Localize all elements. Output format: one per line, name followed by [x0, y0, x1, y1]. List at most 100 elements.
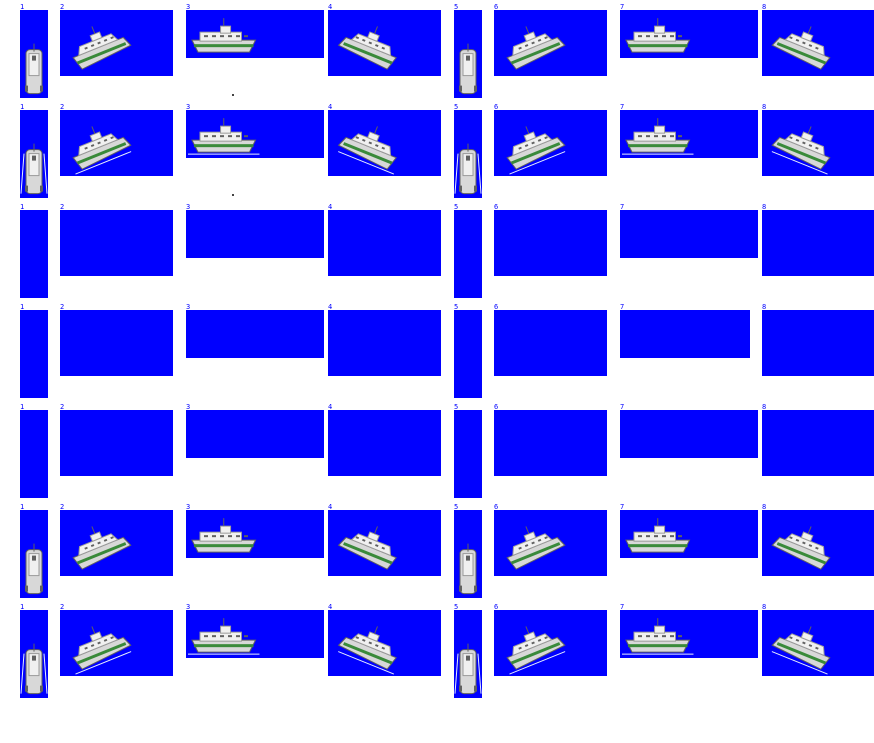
frame-label: 7 — [620, 403, 625, 411]
stray-pixel — [232, 94, 234, 96]
sprite-frame — [494, 610, 607, 676]
sprite-frame — [494, 310, 607, 376]
sprite-frame — [762, 310, 874, 376]
sprite-frame — [328, 610, 441, 676]
ferry-northwest-icon — [337, 626, 397, 675]
ferry-north-icon — [454, 143, 482, 195]
frame-label: 2 — [60, 3, 65, 11]
sprite-frame — [454, 510, 482, 598]
sprite-frame — [454, 410, 482, 498]
frame-label: 3 — [186, 303, 191, 311]
frame-label: 5 — [454, 303, 459, 311]
sprite-frame — [20, 610, 48, 698]
ferry-west-icon — [191, 18, 257, 53]
sprite-frame — [762, 110, 874, 176]
frame-label: 6 — [494, 103, 499, 111]
sprite-frame — [186, 10, 324, 58]
frame-label: 3 — [186, 3, 191, 11]
sprite-frame — [60, 10, 173, 76]
sprite-frame — [494, 110, 607, 176]
frame-label: 1 — [20, 103, 25, 111]
ferry-east-icon — [625, 18, 691, 53]
ferry-west-icon — [191, 518, 257, 553]
sprite-frame — [620, 410, 758, 458]
ferry-east-icon — [622, 118, 694, 155]
sprite-frame — [328, 210, 441, 276]
sprite-frame — [494, 510, 607, 576]
sprite-frame — [762, 410, 874, 476]
sprite-frame — [186, 110, 324, 158]
frame-label: 4 — [328, 303, 333, 311]
sprite-frame — [328, 10, 441, 76]
ferry-southwest-icon — [72, 26, 132, 70]
sprite-frame — [328, 310, 441, 376]
frame-label: 1 — [20, 203, 25, 211]
ferry-southwest-icon — [72, 126, 132, 175]
frame-label: 4 — [328, 3, 333, 11]
frame-label: 5 — [454, 3, 459, 11]
frame-label: 3 — [186, 603, 191, 611]
sprite-frame — [60, 210, 173, 276]
frame-label: 4 — [328, 203, 333, 211]
frame-label: 5 — [454, 603, 459, 611]
sprite-frame — [620, 10, 758, 58]
ferry-southeast-icon — [771, 626, 831, 675]
frame-label: 1 — [20, 503, 25, 511]
ferry-west-icon — [188, 618, 260, 655]
frame-label: 5 — [454, 203, 459, 211]
ferry-south-icon — [25, 543, 43, 595]
frame-label: 4 — [328, 403, 333, 411]
sprite-frame — [620, 510, 758, 558]
sprite-frame — [186, 610, 324, 658]
ferry-southwest-icon — [72, 626, 132, 675]
frame-label: 8 — [762, 403, 767, 411]
frame-label: 6 — [494, 203, 499, 211]
frame-label: 3 — [186, 403, 191, 411]
sprite-frame — [60, 110, 173, 176]
sprite-frame — [454, 310, 482, 398]
sprite-frame — [454, 110, 482, 198]
sprite-frame — [620, 610, 758, 658]
frame-label: 1 — [20, 603, 25, 611]
sprite-frame — [186, 210, 324, 258]
frame-label: 8 — [762, 103, 767, 111]
sprite-frame — [60, 310, 173, 376]
ferry-southeast-icon — [771, 526, 831, 570]
ferry-south-icon — [25, 43, 43, 95]
sprite-frame — [494, 210, 607, 276]
frame-label: 6 — [494, 303, 499, 311]
frame-label: 4 — [328, 603, 333, 611]
sprite-frame — [20, 510, 48, 598]
sprite-frame — [60, 610, 173, 676]
frame-label: 2 — [60, 503, 65, 511]
frame-label: 7 — [620, 503, 625, 511]
frame-label: 8 — [762, 203, 767, 211]
ferry-northwest-icon — [337, 526, 397, 570]
sprite-frame — [186, 410, 324, 458]
frame-label: 8 — [762, 603, 767, 611]
frame-label: 6 — [494, 603, 499, 611]
stray-pixel — [232, 194, 234, 196]
frame-label: 7 — [620, 3, 625, 11]
sprite-frame — [60, 410, 173, 476]
sprite-frame — [762, 210, 874, 276]
frame-label: 6 — [494, 403, 499, 411]
frame-label: 4 — [328, 503, 333, 511]
sprite-frame — [20, 10, 48, 98]
sprite-frame — [20, 110, 48, 198]
sprite-frame — [60, 510, 173, 576]
sprite-frame — [620, 210, 758, 258]
sprite-frame — [762, 610, 874, 676]
ferry-northeast-icon — [506, 26, 566, 70]
frame-label: 8 — [762, 503, 767, 511]
ferry-southeast-icon — [771, 126, 831, 175]
frame-label: 3 — [186, 103, 191, 111]
frame-label: 7 — [620, 603, 625, 611]
frame-label: 2 — [60, 203, 65, 211]
frame-label: 5 — [454, 503, 459, 511]
ferry-east-icon — [625, 518, 691, 553]
ferry-north-icon — [459, 543, 477, 595]
sprite-frame — [20, 210, 48, 298]
sprite-frame — [762, 10, 874, 76]
sprite-frame — [494, 10, 607, 76]
